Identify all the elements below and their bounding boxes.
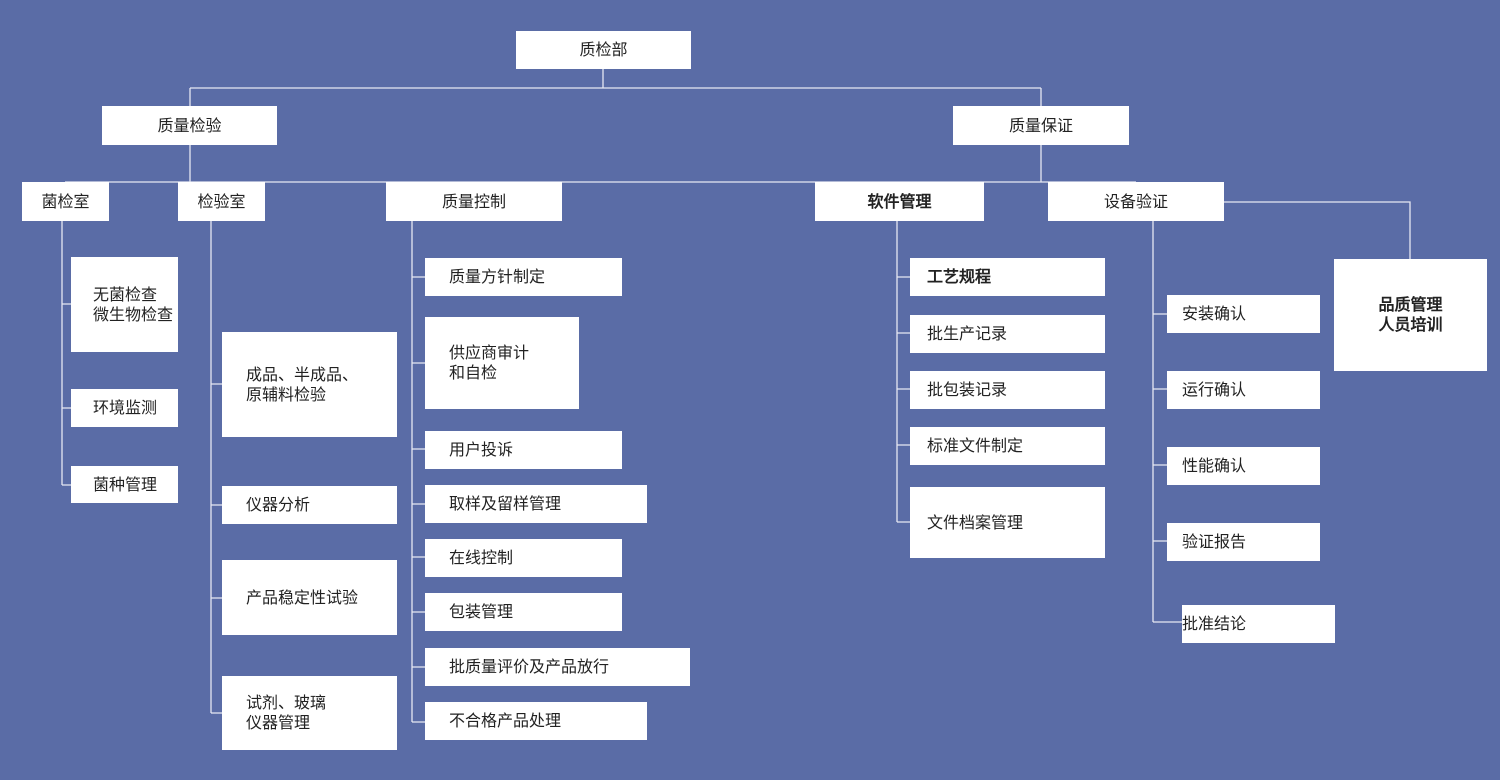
dept-equipment-validation: 设备验证 xyxy=(1048,182,1224,221)
connector-software xyxy=(896,221,910,523)
dept-training: 品质管理 人员培训 xyxy=(1334,259,1487,371)
software-item: 批包装记录 xyxy=(910,371,1105,409)
qc-item: 不合格产品处理 xyxy=(425,702,647,740)
software-item: 标准文件制定 xyxy=(910,427,1105,465)
dept-inspect-lab: 检验室 xyxy=(178,182,265,221)
inspect-lab-item: 试剂、玻璃 仪器管理 xyxy=(222,676,397,750)
validation-item: 性能确认 xyxy=(1167,447,1320,485)
dept-micro-lab: 菌检室 xyxy=(22,182,109,221)
inspect-lab-item: 产品稳定性试验 xyxy=(222,560,397,635)
inspect-lab-item: 成品、半成品、 原辅料检验 xyxy=(222,332,397,437)
software-item: 工艺规程 xyxy=(910,258,1105,296)
validation-item: 运行确认 xyxy=(1167,371,1320,409)
qc-item: 批质量评价及产品放行 xyxy=(425,648,690,686)
validation-item: 安装确认 xyxy=(1167,295,1320,333)
validation-item: 验证报告 xyxy=(1167,523,1320,561)
qc-item: 用户投诉 xyxy=(425,431,622,469)
connector-validation xyxy=(1152,221,1182,623)
connector-inspect-lab xyxy=(210,221,222,714)
dept-quality-control: 质量控制 xyxy=(386,182,562,221)
dept-software-mgmt: 软件管理 xyxy=(815,182,984,221)
validation-item: 批准结论 xyxy=(1182,605,1335,643)
inspect-lab-item: 仪器分析 xyxy=(222,486,397,524)
software-item: 文件档案管理 xyxy=(910,487,1105,558)
connector-root xyxy=(189,69,1042,106)
qc-item: 在线控制 xyxy=(425,539,622,577)
branch-quality-inspection: 质量检验 xyxy=(102,106,277,145)
connector-micro-lab xyxy=(61,221,71,486)
root-node: 质检部 xyxy=(516,31,691,69)
micro-lab-item: 菌种管理 xyxy=(71,466,178,503)
micro-lab-item: 无菌检查 微生物检查 xyxy=(71,257,178,352)
qc-item: 供应商审计 和自检 xyxy=(425,317,579,409)
qc-item: 取样及留样管理 xyxy=(425,485,647,523)
micro-lab-item: 环境监测 xyxy=(71,389,178,427)
connector-qc xyxy=(411,221,425,723)
connector-training xyxy=(1224,201,1411,259)
qc-item: 质量方针制定 xyxy=(425,258,622,296)
software-item: 批生产记录 xyxy=(910,315,1105,353)
qc-item: 包装管理 xyxy=(425,593,622,631)
branch-quality-assurance: 质量保证 xyxy=(953,106,1129,145)
